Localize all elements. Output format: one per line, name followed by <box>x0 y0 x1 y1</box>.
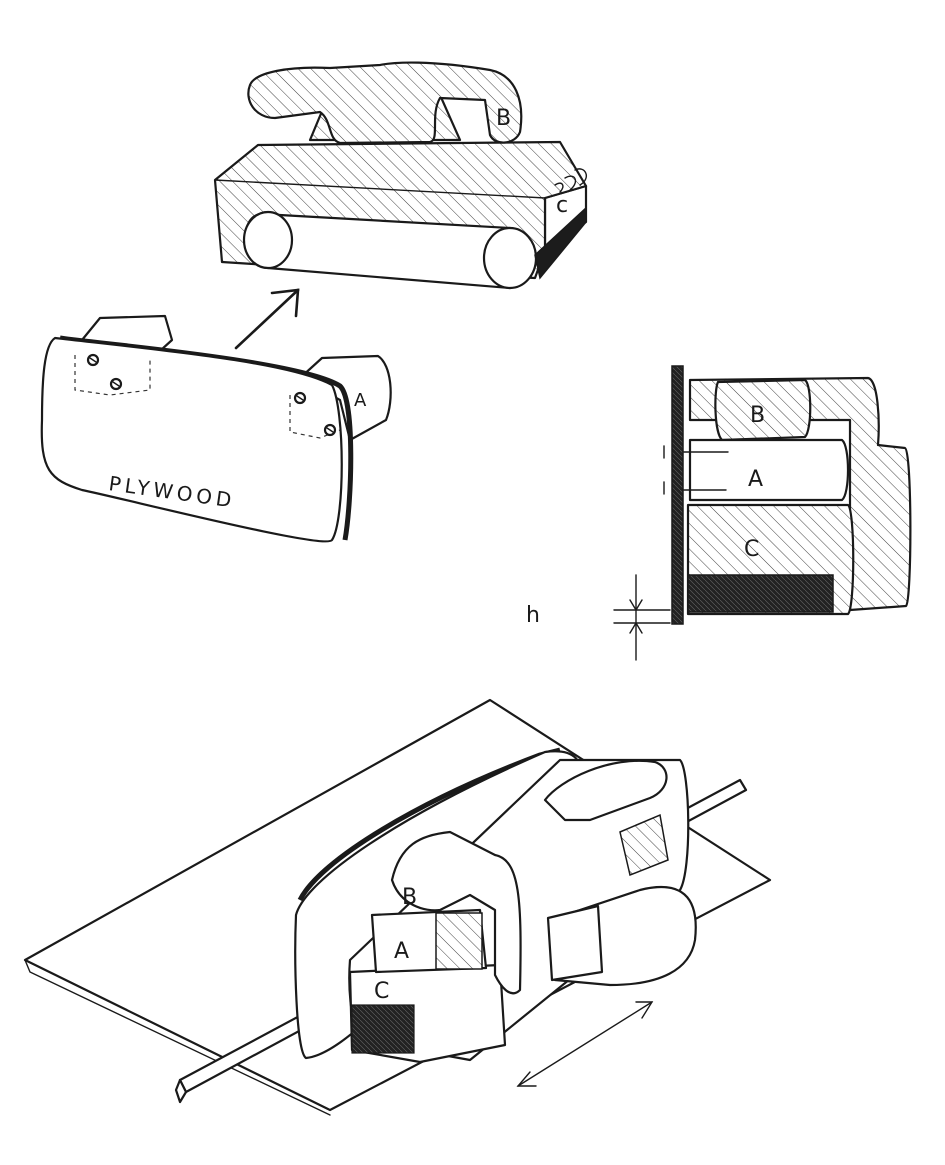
double-headed-arrow-icon <box>516 1001 654 1087</box>
screw-icons <box>86 353 337 437</box>
assembly-drawing: B A C <box>23 698 772 1116</box>
label-h: h <box>526 603 540 628</box>
label-b-assembly: B <box>402 885 417 910</box>
dimension-arrows-icon <box>613 574 671 661</box>
section-view-drawing: B A C h <box>526 365 912 661</box>
plywood-jig-drawing: A PLYWOOD <box>40 314 392 543</box>
label-a-section: A <box>748 467 763 492</box>
label-c-assembly: C <box>374 979 389 1004</box>
arrow-up-right-icon <box>234 288 300 350</box>
label-a-jig: A <box>354 390 367 411</box>
label-c-section: C <box>744 537 759 562</box>
label-c-top: c <box>556 193 568 218</box>
label-b-top: B <box>496 106 511 131</box>
label-a-assembly: A <box>394 939 409 964</box>
belt-sander-drawing: B c <box>213 61 588 290</box>
label-b-section: B <box>750 403 765 428</box>
